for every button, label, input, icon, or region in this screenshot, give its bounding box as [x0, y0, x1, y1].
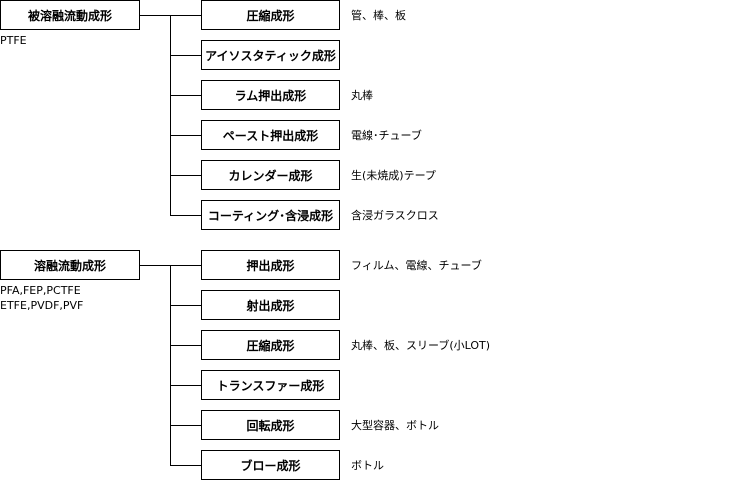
materials-line: PTFE	[0, 34, 27, 47]
connector-branch	[170, 345, 201, 346]
method-note: ボトル	[351, 459, 384, 472]
connector-trunk	[170, 15, 171, 216]
method-label: アイソスタティック成形	[205, 48, 336, 63]
connector-line	[140, 265, 171, 266]
connector-branch	[170, 215, 201, 216]
method-box: トランスファー成形	[201, 370, 340, 400]
connector-branch	[170, 55, 201, 56]
method-note: 管、棒、板	[351, 9, 406, 22]
method-note: 大型容器、ボトル	[351, 419, 439, 432]
connector-branch	[170, 425, 201, 426]
method-box: 圧縮成形	[201, 0, 340, 30]
category-label: 被溶融流動成形	[27, 8, 112, 23]
method-box: 圧縮成形	[201, 330, 340, 360]
method-box: 回転成形	[201, 410, 340, 440]
method-note: 含浸ガラスクロス	[351, 209, 439, 222]
method-box: カレンダー成形	[201, 160, 340, 190]
method-box: 射出成形	[201, 290, 340, 320]
method-label: 射出成形	[246, 298, 295, 313]
connector-branch	[170, 175, 201, 176]
method-box: コーティング･含浸成形	[201, 200, 340, 230]
method-label: ブロー成形	[240, 458, 301, 473]
connector-branch	[170, 135, 201, 136]
connector-trunk	[170, 265, 171, 466]
method-label: ラム押出成形	[234, 88, 307, 103]
materials-line: ETFE,PVDF,PVF	[0, 299, 84, 312]
method-box: アイソスタティック成形	[201, 40, 340, 70]
connector-branch	[170, 385, 201, 386]
materials-line: PFA,FEP,PCTFE	[0, 284, 81, 297]
method-box: ラム押出成形	[201, 80, 340, 110]
materials-list: PTFE	[0, 33, 27, 48]
connector-branch	[170, 95, 201, 96]
connector-branch	[170, 265, 201, 266]
method-box: 押出成形	[201, 250, 340, 280]
method-label: 押出成形	[246, 258, 295, 273]
method-label: コーティング･含浸成形	[207, 208, 334, 223]
method-label: カレンダー成形	[228, 168, 313, 183]
method-label: 圧縮成形	[246, 338, 295, 353]
method-note: 生(未焼成)テープ	[351, 169, 436, 182]
method-label: 回転成形	[246, 418, 295, 433]
method-label: トランスファー成形	[216, 378, 325, 393]
category-label: 溶融流動成形	[33, 258, 106, 273]
connector-branch	[170, 15, 201, 16]
connector-branch	[170, 305, 201, 306]
category-box-melt-flow: 溶融流動成形	[0, 250, 140, 280]
method-box: ペースト押出成形	[201, 120, 340, 150]
connector-branch	[170, 465, 201, 466]
method-note: 電線･チューブ	[351, 129, 422, 142]
connector-line	[140, 15, 171, 16]
method-note: 丸棒	[351, 89, 373, 102]
method-note: 丸棒、板、スリーブ(小LOT)	[351, 339, 491, 352]
method-label: 圧縮成形	[246, 8, 295, 23]
method-note: フィルム、電線、チューブ	[351, 259, 482, 272]
category-box-non-melt-flow: 被溶融流動成形	[0, 0, 140, 30]
method-box: ブロー成形	[201, 450, 340, 480]
materials-list: PFA,FEP,PCTFE ETFE,PVDF,PVF	[0, 283, 83, 313]
method-label: ペースト押出成形	[222, 128, 319, 143]
